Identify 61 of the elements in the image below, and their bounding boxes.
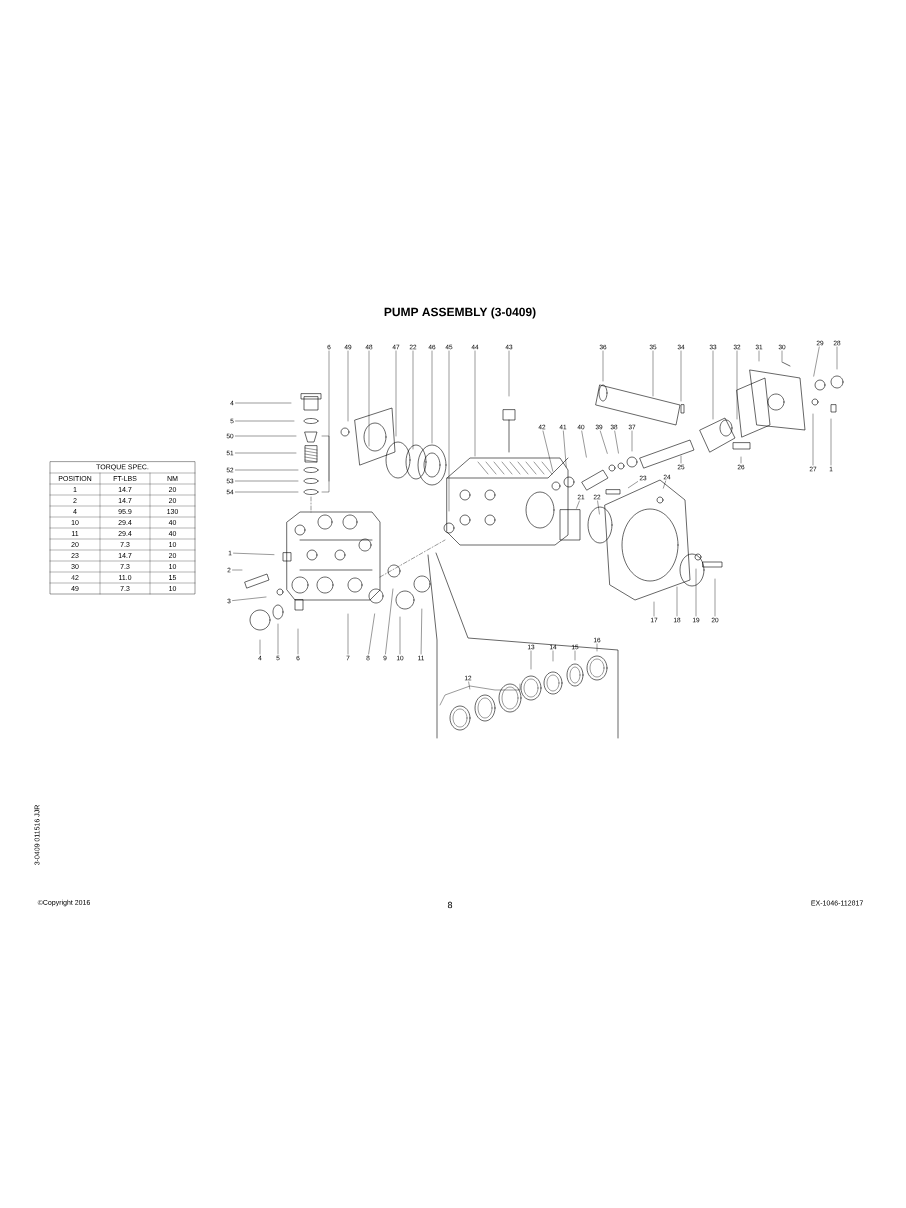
leader-line [600, 430, 608, 454]
leader-line [235, 452, 297, 454]
leader-line [542, 430, 554, 472]
leader-line [474, 350, 476, 457]
leader-line [235, 469, 299, 471]
leader-line [614, 430, 619, 454]
leader-line [232, 569, 243, 571]
leader-line [830, 418, 832, 466]
leader-line [259, 639, 261, 655]
leader-line [448, 350, 450, 512]
leader-line [277, 623, 279, 655]
leader-line [597, 500, 600, 515]
leader-line [399, 616, 401, 655]
leader-line [676, 586, 678, 617]
leader-line [368, 613, 375, 655]
leader-line [758, 350, 760, 362]
leader-line [714, 578, 716, 617]
leader-line [813, 346, 820, 377]
leader-line [347, 350, 349, 422]
leader-line [812, 413, 814, 466]
leader-line [581, 430, 587, 458]
leader-line [663, 480, 666, 489]
leader-line [420, 608, 423, 655]
leader-line [552, 650, 554, 662]
leader-line [576, 500, 580, 509]
leader-line [235, 402, 292, 404]
page-number: 8 [447, 901, 453, 909]
leader-line [628, 481, 638, 488]
leader-line [385, 588, 394, 655]
leader-line [368, 350, 370, 447]
leader-line [596, 643, 598, 652]
leader-line [297, 628, 299, 655]
leader-line [412, 350, 414, 450]
leader-line [574, 650, 576, 661]
leader-line [328, 350, 330, 482]
leader-line [235, 420, 295, 422]
leader-line [652, 350, 654, 397]
leader-line [712, 350, 714, 420]
leader-line [653, 601, 655, 617]
leader-line [235, 491, 299, 493]
leader-line [395, 350, 397, 437]
leader-line [468, 681, 471, 690]
leader-line [233, 552, 275, 555]
leader-line [680, 350, 682, 402]
leader-line [235, 480, 299, 482]
leader-line [508, 350, 510, 397]
leader-line [602, 350, 604, 382]
leader-line [736, 350, 738, 420]
leader-line [695, 568, 697, 617]
leader-line [563, 430, 567, 468]
leader-line [235, 435, 297, 437]
leader-line [631, 430, 633, 452]
leader-line [680, 455, 682, 464]
leader-line [232, 596, 267, 601]
leader-line [781, 350, 783, 362]
title: PUMP ASSEMBLY (3-0409) [384, 307, 536, 319]
leader-line [836, 346, 838, 370]
leader-line [530, 650, 532, 670]
leader-line [347, 613, 349, 655]
leader-line [431, 350, 433, 444]
leader-line [740, 456, 742, 464]
